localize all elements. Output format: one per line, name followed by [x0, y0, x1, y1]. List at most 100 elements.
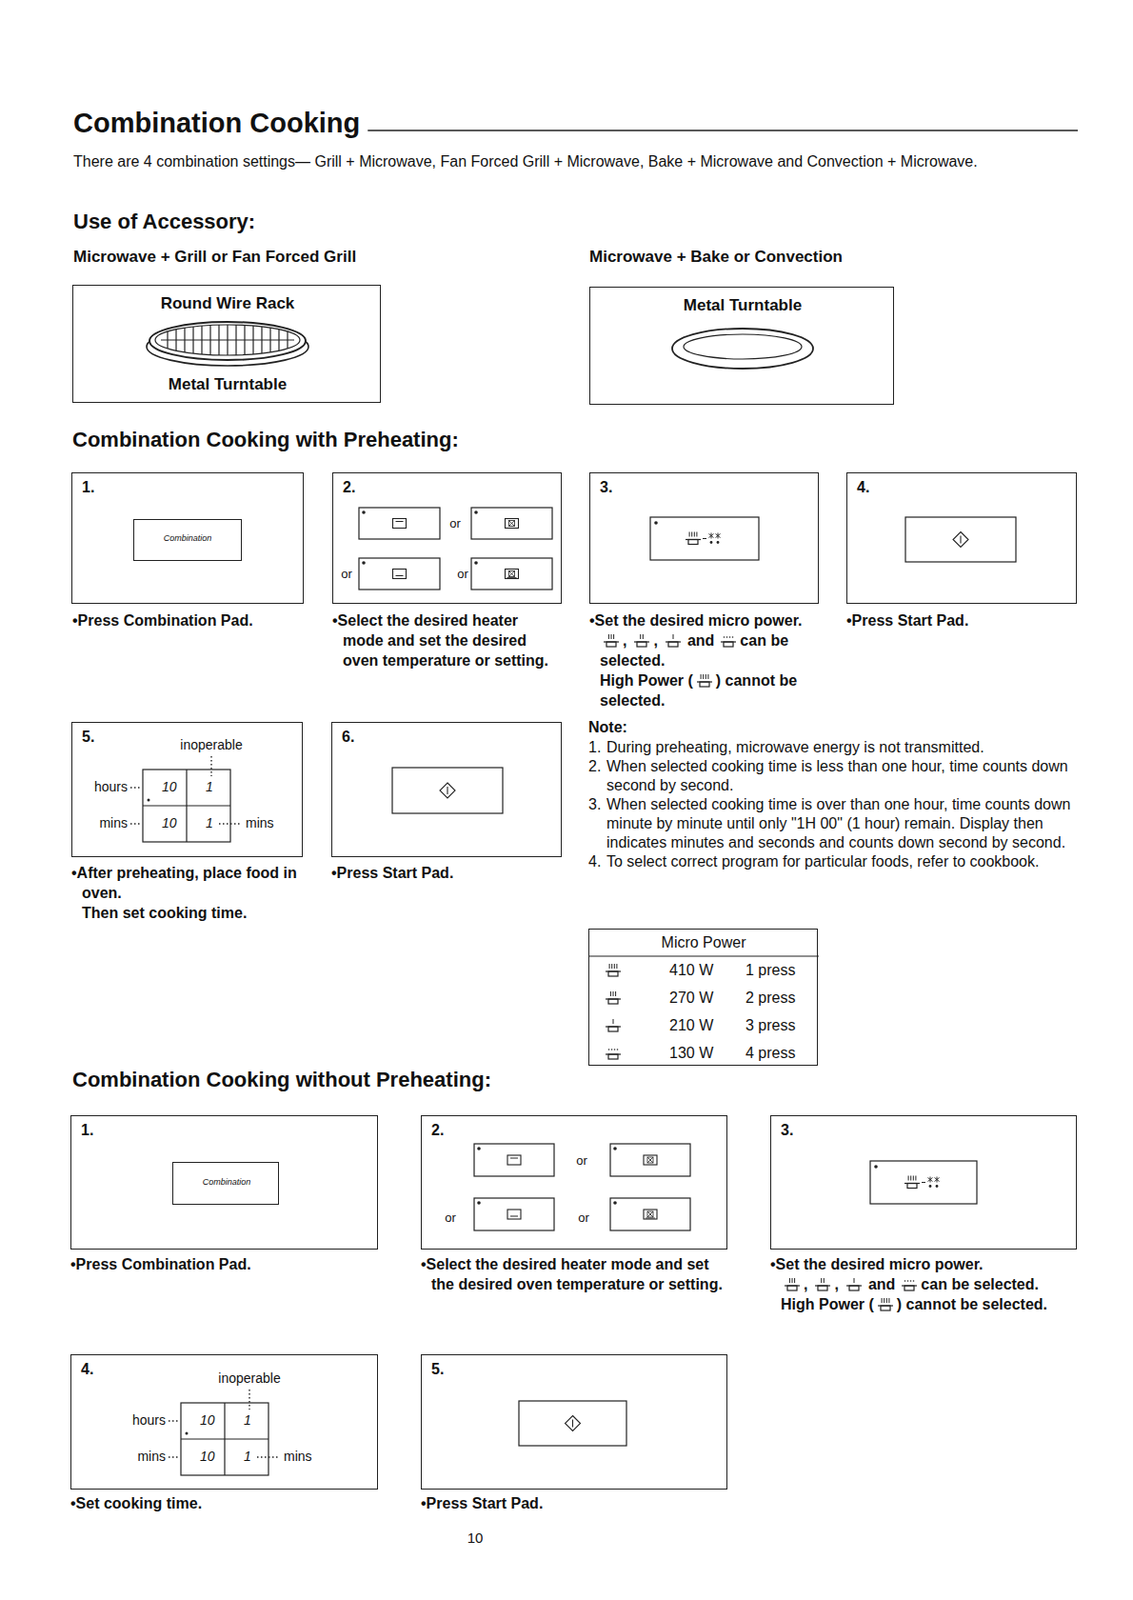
- node-text: 3 press: [745, 1015, 796, 1034]
- caption: •Set the desired micro power.,,andcan be…: [589, 610, 839, 711]
- pad-outline: [358, 557, 440, 590]
- heater-pad: [471, 507, 553, 539]
- pad-outline: [474, 1143, 555, 1176]
- start-pad: [392, 767, 503, 814]
- icon-dish: [608, 1053, 618, 1059]
- heater-line: [510, 1157, 518, 1159]
- node-text: mins: [99, 814, 128, 832]
- fan-blades: [647, 1211, 654, 1217]
- icon-wave: [610, 991, 612, 996]
- node-text: 10: [161, 814, 178, 832]
- leader-dots: [257, 1455, 280, 1457]
- heater-pad: [610, 1143, 691, 1176]
- icon-dish: [668, 641, 678, 647]
- heater-icon: [393, 569, 407, 579]
- power-icon: [899, 1274, 919, 1293]
- icon-wave: [705, 674, 707, 679]
- pad-outline: [610, 1197, 691, 1231]
- icon-star: [934, 1176, 940, 1183]
- caption: •Press Combination Pad.: [70, 1253, 376, 1274]
- start-symbol-bar: [446, 786, 448, 795]
- node-text: 410 W: [669, 960, 714, 979]
- power-icon: [632, 631, 652, 649]
- fan-blades: [509, 520, 516, 527]
- time-grid: [142, 769, 231, 842]
- caption: •Press Combination Pad.: [72, 610, 294, 631]
- node-text: or: [340, 566, 353, 582]
- icon-dot: [910, 1279, 913, 1282]
- icon-wave: [699, 674, 701, 679]
- sub-heading: Microwave + Grill or Fan Forced Grill: [73, 247, 357, 267]
- power-icon: [875, 1294, 895, 1312]
- rack-inner-ring: [155, 324, 300, 356]
- icon-wave: [883, 1297, 885, 1303]
- node-text: 210 W: [669, 1015, 714, 1034]
- start-symbol-bar: [959, 536, 961, 544]
- step-box: 1.Combination: [71, 472, 304, 604]
- icon-dish: [849, 1285, 859, 1291]
- leader-dots: [130, 822, 141, 824]
- node-text: 5.: [81, 727, 95, 746]
- node-text: 6.: [341, 727, 355, 746]
- table-rule: [589, 954, 819, 956]
- icon-dot: [726, 636, 729, 638]
- pad-led: [654, 520, 658, 525]
- pad-led: [474, 560, 478, 565]
- icon-dot: [723, 636, 726, 638]
- caption-text: ) cannot be selected.: [896, 1295, 1048, 1312]
- step-box: 4.: [846, 472, 1077, 604]
- icon-dish: [904, 1285, 915, 1291]
- heater-pad: [358, 507, 440, 539]
- step-box: Round Wire RackMetal Turntable: [72, 284, 381, 403]
- heater-line: [510, 1215, 518, 1217]
- fan-box: [509, 571, 516, 577]
- icon-wave: [611, 634, 613, 639]
- icon-star: [928, 1176, 934, 1183]
- note-number: 4.: [588, 852, 607, 872]
- node-art: [847, 473, 1078, 605]
- heater-pad: [358, 557, 440, 590]
- grid-dot: [147, 798, 151, 802]
- icon-wave: [609, 963, 611, 969]
- section-heading: Combination Cooking without Preheating:: [72, 1067, 492, 1093]
- icon-dot: [907, 1279, 910, 1282]
- node-text: 4.: [80, 1359, 94, 1378]
- icon-dot: [710, 540, 714, 544]
- node-text: Combination: [163, 533, 213, 544]
- icon-wave: [910, 1175, 912, 1181]
- heater-icon: [393, 518, 407, 529]
- node-text: 2.: [342, 477, 356, 497]
- caption-text: •Set cooking time.: [70, 1494, 202, 1511]
- icon-wave: [613, 1018, 615, 1024]
- icon-wave: [695, 532, 697, 537]
- node-text: 3.: [599, 477, 613, 497]
- caption: •Select the desired heater mode and set …: [332, 610, 561, 671]
- icon-dish: [608, 971, 618, 976]
- heater-line: [396, 520, 404, 522]
- icon-wave: [694, 532, 696, 537]
- fan-box: [647, 1211, 654, 1217]
- caption-text: •Select the desired heater mode and set …: [332, 612, 549, 669]
- caption-text: •Press Combination Pad.: [72, 612, 254, 629]
- pad-led: [361, 560, 366, 565]
- icon-wave: [792, 1277, 794, 1283]
- icon-dot: [729, 636, 732, 638]
- icon-wave: [789, 1277, 791, 1283]
- icon-wave: [913, 1175, 915, 1181]
- pad-outline: [610, 1143, 691, 1176]
- note-heading: Note:: [588, 717, 628, 736]
- node-text: or: [576, 1152, 588, 1169]
- icon-wave: [853, 1277, 855, 1283]
- icon-wave: [794, 1277, 796, 1283]
- icon-wave: [642, 634, 644, 639]
- rack-ring: [149, 321, 306, 360]
- start-pad: [518, 1400, 627, 1446]
- caption: •Select the desired heater mode and set …: [420, 1253, 736, 1294]
- node-text: hours: [132, 1411, 166, 1429]
- icon-dish: [608, 998, 618, 1004]
- icon-dish: [817, 1285, 828, 1291]
- grid-divider: [180, 1437, 269, 1439]
- step-box: 5.inoperablehours101mins101mins: [71, 721, 303, 857]
- node-art: [590, 473, 820, 605]
- step-box: 5.: [420, 1353, 728, 1490]
